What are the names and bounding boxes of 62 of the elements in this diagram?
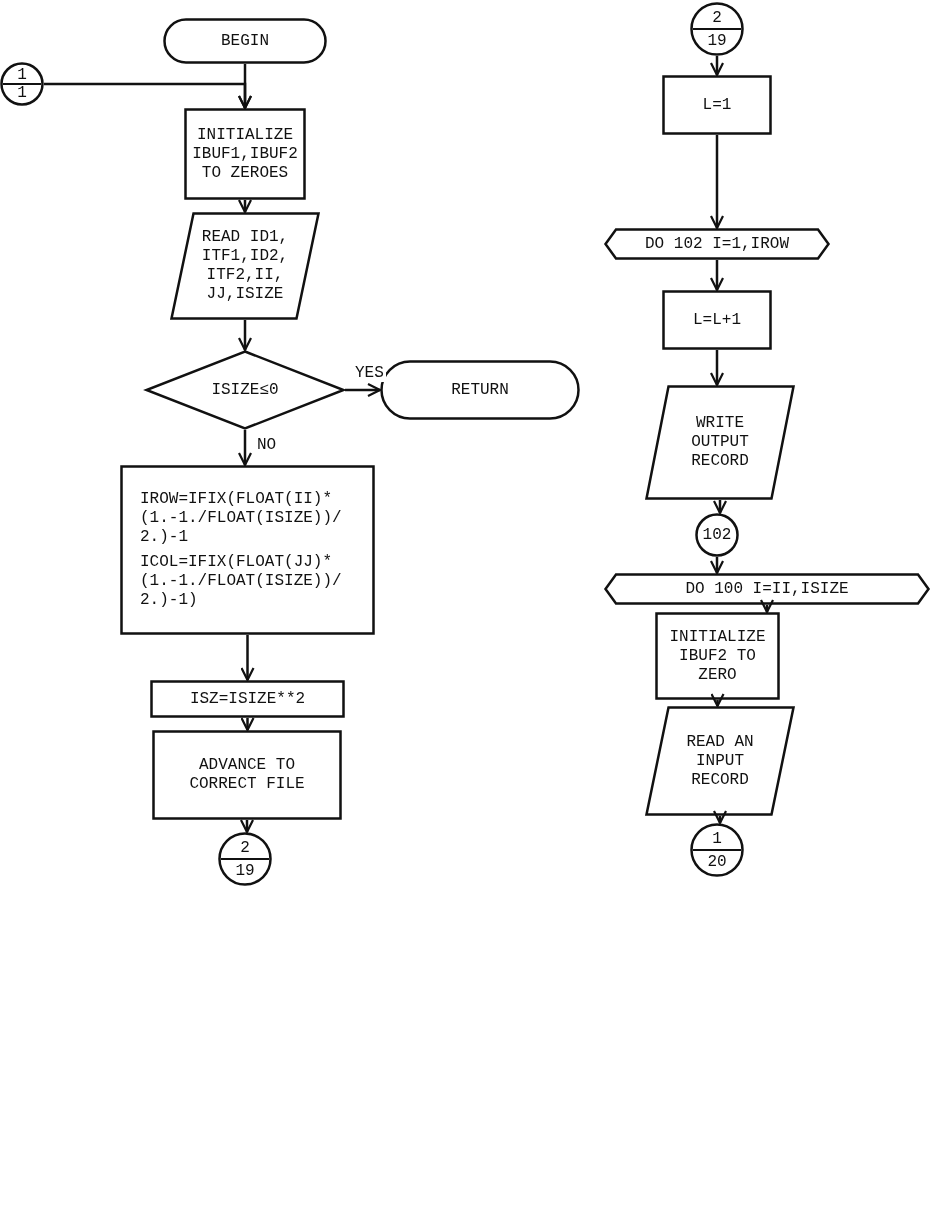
arrow xyxy=(709,56,725,77)
connector-number: 2 xyxy=(712,9,722,26)
node-text: DO 100 I=II,ISIZE xyxy=(684,579,850,599)
node-text: READ AN INPUT RECORD xyxy=(685,732,755,790)
arrow xyxy=(712,499,728,515)
arrow xyxy=(709,557,725,575)
arrow xyxy=(712,809,728,825)
connector-number: 19 xyxy=(707,32,727,49)
node-text: RETURN xyxy=(450,380,510,400)
process-box xyxy=(152,730,342,820)
node-text: ISIZE≤0 xyxy=(210,380,280,400)
process-box xyxy=(120,465,375,635)
arrow xyxy=(237,430,253,467)
loop-hexagon xyxy=(604,573,930,605)
node-text: ICOL=IFIX(FLOAT(JJ)* (1.-1./FLOAT(ISIZE))/ 2.)-1) xyxy=(140,553,343,610)
arrow xyxy=(710,692,725,708)
process-box xyxy=(655,612,780,700)
terminal-shape xyxy=(163,18,327,64)
loop-hexagon xyxy=(604,228,830,260)
node-text: INITIALIZE IBUF1,IBUF2 TO ZEROES xyxy=(191,125,299,183)
arrow xyxy=(237,320,253,352)
connector-number: 20 xyxy=(707,853,727,870)
arrow xyxy=(240,716,255,732)
process-box xyxy=(150,680,345,718)
page-connector-circle xyxy=(690,2,744,56)
process-box xyxy=(662,75,772,135)
arrow xyxy=(237,198,253,214)
arrow xyxy=(240,635,255,682)
decision-diamond xyxy=(145,350,345,430)
node-text: READ ID1, ITF1,ID2, ITF2,II, JJ,ISIZE xyxy=(200,228,290,304)
node-text: DO 102 I=1,IROW xyxy=(644,234,790,254)
node-text: ISZ=ISIZE**2 xyxy=(188,689,307,709)
arrow xyxy=(345,382,382,398)
node-text: ADVANCE TO CORRECT FILE xyxy=(188,756,306,794)
node-text: IROW=IFIX(FLOAT(II)* (1.-1./FLOAT(ISIZE))/ 2.)-1 xyxy=(140,490,343,547)
connector-number: 1 xyxy=(17,85,27,101)
arrow xyxy=(709,135,725,230)
process-box xyxy=(662,290,772,350)
input-output-parallelogram xyxy=(645,385,795,500)
arrow xyxy=(239,818,255,834)
connector-number: 2 xyxy=(240,839,250,856)
input-output-parallelogram xyxy=(170,212,320,320)
process-box xyxy=(184,108,306,200)
node-text: L=L+1 xyxy=(692,310,742,330)
arrow xyxy=(709,260,725,292)
page-connector-circle xyxy=(690,823,744,877)
connector-number: 1 xyxy=(17,67,27,83)
arrow xyxy=(44,82,253,110)
page-connector-circle xyxy=(0,62,44,106)
edge-label: YES xyxy=(353,364,386,382)
node-text: INITIALIZE IBUF2 TO ZERO xyxy=(668,627,767,685)
node-text: L=1 xyxy=(701,95,733,115)
connector-number: 102 xyxy=(702,525,732,545)
input-output-parallelogram xyxy=(645,706,795,816)
connector-circle xyxy=(695,513,739,557)
page-connector-circle xyxy=(218,832,272,886)
arrow xyxy=(709,350,725,387)
connector-number: 1 xyxy=(712,830,722,847)
connector-number: 19 xyxy=(235,862,255,879)
node-text: WRITE OUTPUT RECORD xyxy=(690,414,750,471)
arrow xyxy=(759,598,775,614)
node-text: BEGIN xyxy=(220,31,270,51)
